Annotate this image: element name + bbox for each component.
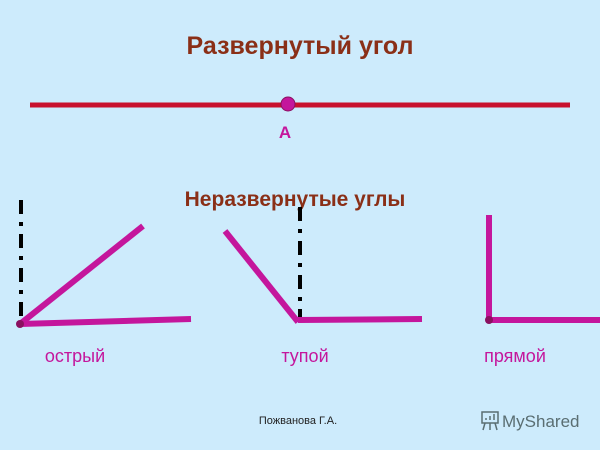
myshared-logo-icon — [481, 411, 499, 431]
right-angle-vertex — [485, 316, 493, 324]
slide-title: Развернутый угол — [187, 32, 414, 60]
obtuse-angle-ray-inclined — [222, 229, 301, 324]
acute-angle-label: острый — [45, 346, 105, 366]
obtuse-angle-ray-horizontal — [297, 316, 423, 323]
point-a-label: A — [279, 123, 291, 142]
slide-subtitle: Неразвернутые углы — [185, 188, 406, 211]
footer-author: Пожванова Г.А. — [259, 415, 337, 427]
right-angle-label: прямой — [484, 346, 546, 366]
acute-angle-ray-inclined — [18, 223, 145, 327]
obtuse-angle-label: тупой — [281, 346, 328, 366]
acute-angle-vertex — [16, 320, 24, 328]
point-a — [280, 96, 296, 112]
acute-angle-ray-horizontal — [19, 316, 192, 327]
watermark-text: MyShared — [502, 412, 579, 431]
